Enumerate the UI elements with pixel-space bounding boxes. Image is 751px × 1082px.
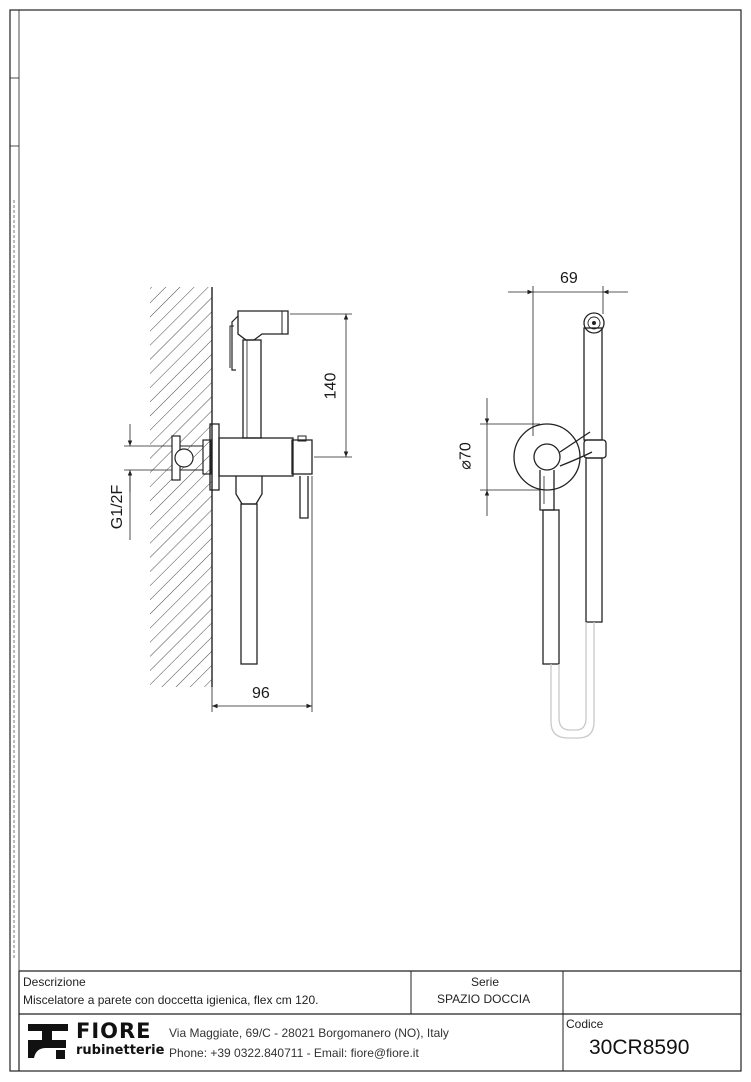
- codice-label: Codice: [566, 1017, 604, 1031]
- dim-g12f-label: G1/2F: [109, 484, 127, 530]
- front-view: [480, 286, 628, 739]
- codice-value: 30CR8590: [589, 1036, 690, 1059]
- dim-96-label: 96: [252, 685, 270, 702]
- wall-hatch: [150, 287, 212, 687]
- diameter-icon: ⌀: [457, 460, 475, 470]
- side-view: [124, 287, 352, 712]
- address-line-2: Phone: +39 0322.840711 - Email: fiore@fi…: [169, 1046, 419, 1060]
- descrizione-label: Descrizione: [23, 975, 86, 989]
- sheet-border: [9, 9, 742, 1072]
- dim-140-label: 140: [322, 372, 340, 400]
- dim-69-label: 69: [560, 270, 578, 287]
- address-line-1: Via Maggiate, 69/C - 28021 Borgomanero (…: [169, 1026, 449, 1040]
- logo-subtitle: rubinetterie: [76, 1043, 165, 1058]
- dim-70-label: ⌀70: [457, 442, 475, 470]
- serie-value: SPAZIO DOCCIA: [437, 992, 531, 1006]
- descrizione-value: Miscelatore a parete con doccetta igieni…: [23, 993, 319, 1007]
- title-block-grid: [18, 970, 741, 1071]
- logo-wordmark: FIORE: [76, 1019, 152, 1043]
- fiore-logo-icon: [28, 1024, 68, 1059]
- serie-label: Serie: [471, 975, 500, 989]
